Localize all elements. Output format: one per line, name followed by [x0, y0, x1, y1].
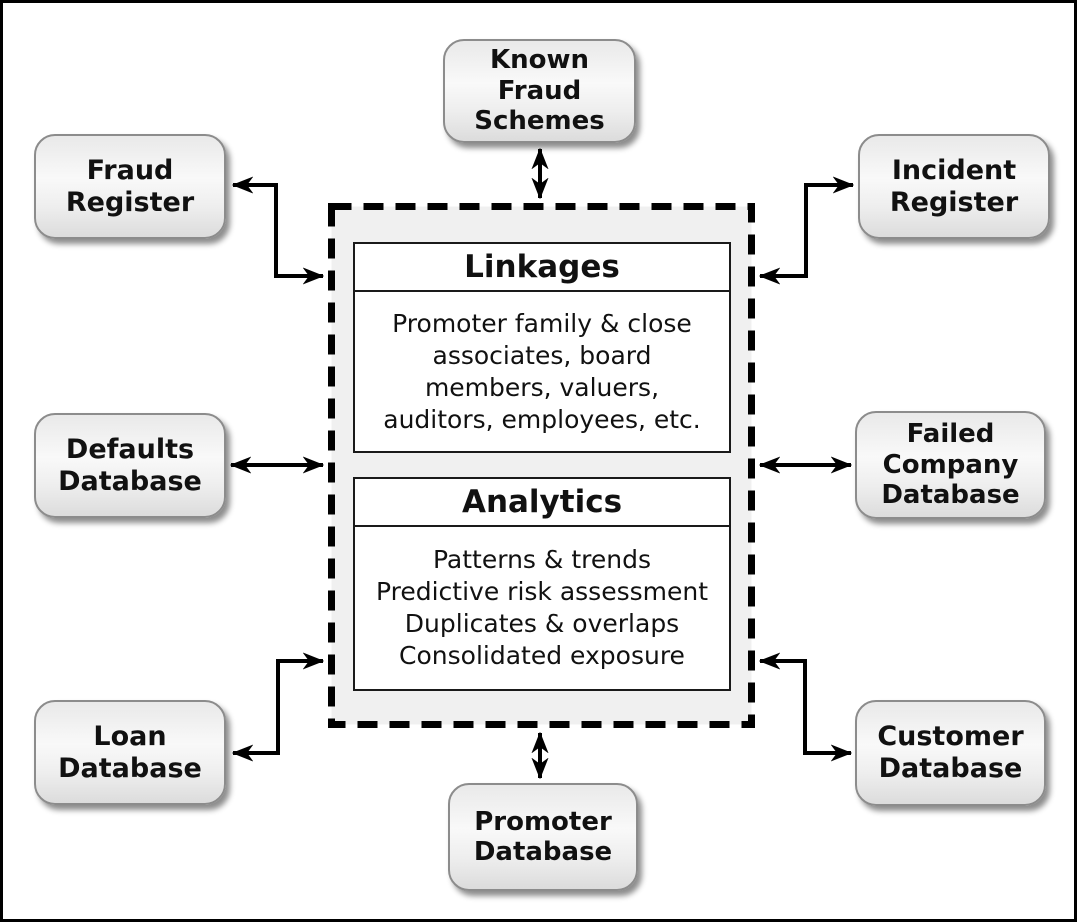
node-known-fraud-schemes: Known Fraud Schemes: [443, 39, 636, 143]
arrow-loan-database-hub: [233, 661, 323, 753]
analytics-title: Analytics: [355, 479, 729, 527]
node-loan-database: Loan Database: [34, 700, 226, 805]
node-customer-database-label: Customer Database: [877, 721, 1024, 784]
node-defaults-database-label: Defaults Database: [58, 433, 202, 497]
node-fraud-register-label: Fraud Register: [65, 154, 195, 218]
node-failed-company-database-label: Failed Company Database: [881, 419, 1020, 511]
node-failed-company-database: Failed Company Database: [855, 411, 1046, 519]
node-promoter-database-label: Promoter Database: [473, 806, 613, 867]
node-defaults-database: Defaults Database: [34, 413, 226, 518]
analytics-box: Analytics Patterns & trends Predictive r…: [353, 477, 731, 691]
node-fraud-register: Fraud Register: [34, 134, 226, 239]
analytics-body: Patterns & trends Predictive risk assess…: [375, 545, 709, 670]
arrow-customer-database-hub: [760, 661, 851, 753]
arrow-incident-register-hub: [760, 185, 853, 276]
linkages-title: Linkages: [355, 244, 729, 292]
node-incident-register-label: Incident Register: [889, 154, 1019, 218]
node-customer-database: Customer Database: [855, 700, 1046, 806]
node-known-fraud-schemes-label: Known Fraud Schemes: [474, 45, 605, 137]
linkages-box: Linkages Promoter family & close associa…: [353, 242, 731, 453]
arrow-fraud-register-hub: [233, 185, 323, 276]
node-incident-register: Incident Register: [858, 134, 1050, 239]
linkages-body: Promoter family & close associates, boar…: [383, 308, 701, 434]
node-loan-database-label: Loan Database: [58, 720, 202, 784]
node-promoter-database: Promoter Database: [448, 783, 638, 891]
